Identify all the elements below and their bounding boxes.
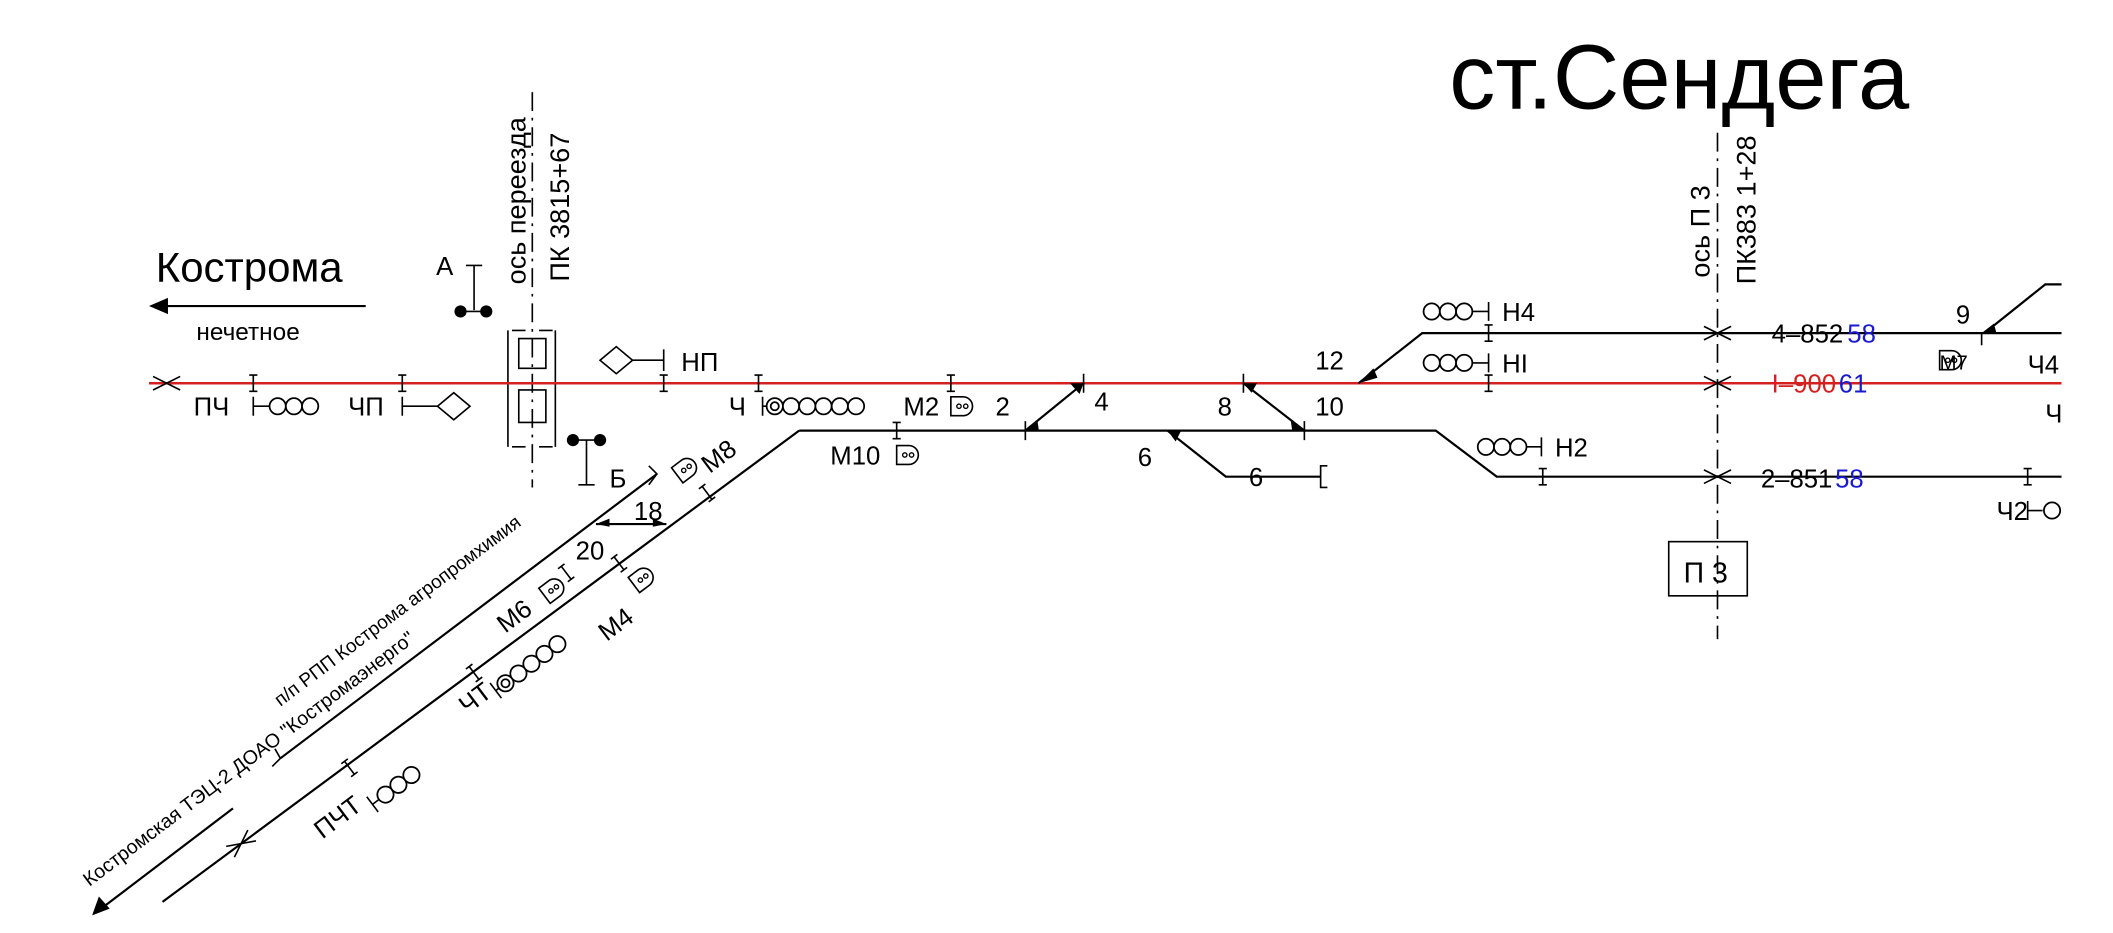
signal-pch-label: ПЧ [194,394,230,422]
dead-end-6-label: 6 [1249,464,1263,492]
station-axis-label: ось П 3 [1684,185,1715,277]
signal-n1-icon [1422,353,1490,373]
barrier-signal-b [566,434,607,486]
signal-m10-label: М10 [830,442,880,470]
siding-upper-name: п/п РПП Кострома агропромхимия [271,512,525,711]
signal-ch-icon [761,396,866,416]
signal-ch-label: Ч [729,394,746,422]
signal-m2-label: М2 [903,394,939,422]
signal-pch-icon [252,396,320,416]
crossing-axis-pk: ПК 3815+67 [544,133,575,282]
station-box-label: П 3 [1684,557,1728,589]
signal-chp-label: ЧП [348,394,384,422]
crossing-axis-label: ось переезда [501,116,532,284]
station-box [1667,540,1749,597]
switch-9-branch [1983,283,2062,334]
signal-m8-label: М8 [697,435,742,479]
signal-chp-icon [401,391,472,421]
switch-6-label: 6 [1138,444,1152,472]
switch-4-label: 4 [1094,388,1108,416]
signal-np-label: НП [681,349,718,377]
direction-arrow-icon [148,297,366,315]
shunt-signal-m4-icon [627,563,658,594]
shunt-signal-m8-icon [670,453,702,484]
siding-track-a [279,473,658,760]
departure-arrow-icon [102,807,234,909]
shunt-signal-m2-icon [950,395,974,417]
shunt-signal-m10-icon [895,444,920,466]
siding-lower-name: Костромская ТЭЦ-2 ДОАО "Костромаэнерго" [79,627,419,891]
track-4 [1357,332,2062,385]
signal-ch-right-label: Ч [2045,400,2062,428]
signal-pcht-label: ПЧТ [309,791,367,844]
signal-ch2-label: Ч2 [1997,498,2028,526]
siding-6 [1166,429,1321,478]
switch-2-label: 2 [996,394,1010,422]
station-title: ст.Сендега [1449,25,1910,128]
direction-label: Кострома [156,244,344,291]
crossover-8-10 [1242,382,1306,432]
signal-n4-label: Н4 [1502,299,1535,327]
shunt-signal-m6-icon [537,574,569,605]
switch-10-label: 10 [1315,394,1344,422]
signal-pcht-icon [366,766,421,813]
signal-n4-icon [1422,301,1490,321]
barrier-signal-a [454,264,493,318]
switch-12-label: 12 [1315,348,1344,376]
level-crossing-icon [507,329,557,448]
signal-cht-icon [489,635,567,699]
switch-18-label: 18 [634,498,663,526]
switch-20-label: 20 [576,537,605,565]
signal-m6-label: М6 [492,595,537,639]
signal-n2-label: Н2 [1555,434,1588,462]
siding-track-b [161,429,800,903]
direction-sub: нечетное [196,319,299,346]
station-axis-pk: ПК383 1+28 [1730,135,1761,284]
signal-n1-label: НI [1502,350,1528,378]
signal-m4-label: М4 [594,603,639,647]
switch-8-label: 8 [1218,394,1232,422]
signal-m7-label: М7 [1940,353,1968,375]
signal-ch4-label: Ч4 [2028,352,2059,380]
signal-ch2-icon [2026,501,2062,520]
crossover-2-4 [1024,382,1085,432]
track-2 [799,429,2062,478]
signal-n2-icon [1476,437,1543,457]
signal-b-label: Б [610,465,627,493]
signal-a-label: А [436,253,454,281]
switch-9-label: 9 [1956,302,1970,330]
signal-np-icon [598,345,665,375]
